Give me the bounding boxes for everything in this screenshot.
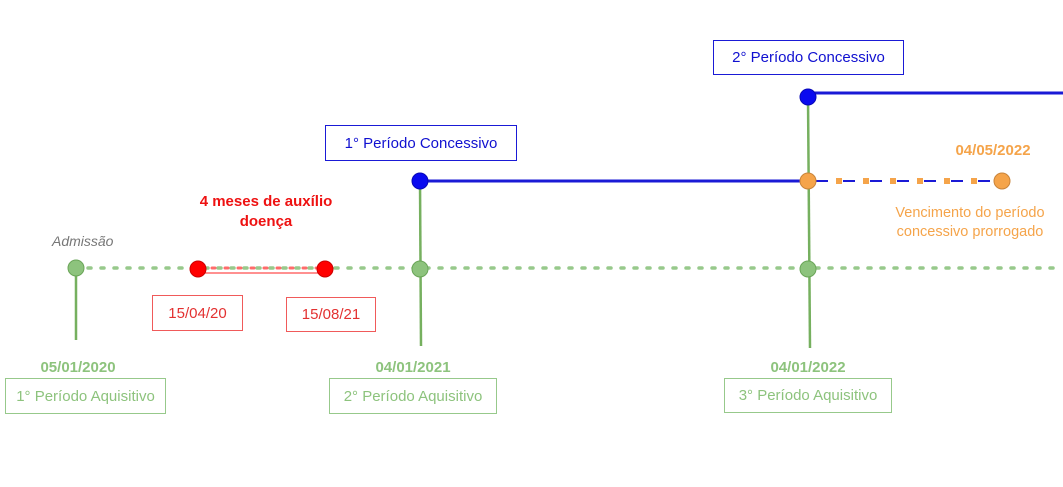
- extended-deadline-note-line1: Vencimento do período: [895, 205, 1045, 221]
- node-sick-start: [189, 260, 207, 278]
- node-concessive-2: [799, 88, 817, 106]
- extended-deadline-note-line2: concessivo prorrogado: [896, 224, 1044, 240]
- acquisitive-date-3: 04/01/2022: [770, 359, 846, 376]
- acquisitive-period-2-box: 2° Período Aquisitivo: [329, 378, 497, 414]
- sick-leave-title-line2: doença: [239, 213, 293, 230]
- node-concessive-1: [411, 172, 429, 190]
- sick-leave-end-box: 15/08/21: [286, 297, 376, 332]
- acquisitive-date-1: 05/01/2020: [40, 359, 116, 376]
- node-admission: [67, 259, 85, 277]
- concessive-period-2-box: 2° Período Concessivo: [713, 40, 904, 75]
- sick-leave-title: 4 meses de auxílio doença: [186, 192, 346, 232]
- node-extended-start: [799, 172, 817, 190]
- node-sick-end: [316, 260, 334, 278]
- extended-deadline-note: Vencimento do período concessivo prorrog…: [880, 204, 1060, 242]
- sick-leave-title-line1: 4 meses de auxílio: [199, 193, 333, 210]
- acquisitive-date-2: 04/01/2021: [375, 359, 451, 376]
- extended-deadline-date: 04/05/2022: [955, 142, 1031, 159]
- node-extended-end: [993, 172, 1011, 190]
- concessive-period-1-box: 1° Período Concessivo: [325, 125, 517, 161]
- acquisitive-period-3-box: 3° Período Aquisitivo: [724, 378, 892, 413]
- node-period-3: [799, 260, 817, 278]
- stem-3: [806, 96, 812, 349]
- node-period-2: [411, 260, 429, 278]
- acquisitive-period-1-box: 1° Período Aquisitivo: [5, 378, 166, 414]
- sick-leave-start-box: 15/04/20: [152, 295, 243, 331]
- admission-label: Admissão: [52, 233, 114, 249]
